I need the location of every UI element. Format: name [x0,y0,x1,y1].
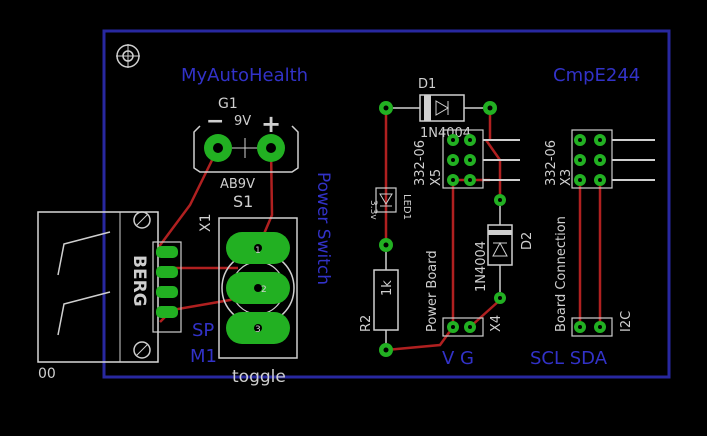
board-connection-label: Board Connection [554,216,569,332]
battery-label: AB9V [220,177,255,192]
diode-d1 [379,94,497,122]
diode-d2 [487,194,513,304]
scl-sda-label: SCL SDA [530,348,608,369]
x3-part-label: 332-06 [544,140,559,186]
oo-label: 00 [38,366,56,382]
power-board-label: Power Board [425,250,440,332]
title-right: CmpE244 [553,65,640,86]
title-left: MyAutoHealth [181,65,308,86]
x4-label: X4 [489,315,504,332]
led-volt-label: 3.3v [368,200,378,220]
d1-part-label: 1N4004 [420,126,471,141]
led-label: LED1 [401,194,412,220]
x1-label: X1 [198,214,214,233]
header-x5 [442,129,520,189]
s1-label: S1 [233,192,253,211]
toggle-label: toggle [232,367,286,387]
mounting-hole-icon [116,44,140,68]
g1-minus: − [206,109,224,134]
g1-volt-label: 9V [234,114,251,129]
board-outline [102,29,671,379]
r2-value: 1k [380,280,395,296]
pad-1-label: 1 [255,246,261,256]
header-i2c [571,317,613,337]
resistor-r2 [373,252,399,357]
g1-plus: + [261,110,281,138]
x5-label: X5 [429,169,444,186]
pad-3-label: 3 [255,325,261,335]
r2-label: R2 [359,315,374,332]
vg-label: V G [442,348,474,369]
m1-label: M1 [190,346,217,367]
berg-label: BERG [129,255,149,307]
x3-label: X3 [559,169,574,186]
pad-2-label: 2 [261,285,267,295]
g1-label: G1 [218,96,238,112]
usb-connector: BERG [37,211,182,363]
sp-label: SP [192,320,214,341]
x5-part-label: 332-06 [413,140,428,186]
toggle-switch: 1 2 3 [218,217,298,359]
battery-clip [193,125,299,173]
led1: 3.3v LED1 [368,187,412,252]
d2-label: D2 [520,232,535,250]
header-x4 [442,317,484,337]
power-switch-label: Power Switch [313,172,333,285]
d2-part-label: 1N4004 [474,241,489,292]
i2c-label: I2C [619,311,634,332]
header-x3 [571,129,655,189]
d1-label: D1 [418,77,436,92]
